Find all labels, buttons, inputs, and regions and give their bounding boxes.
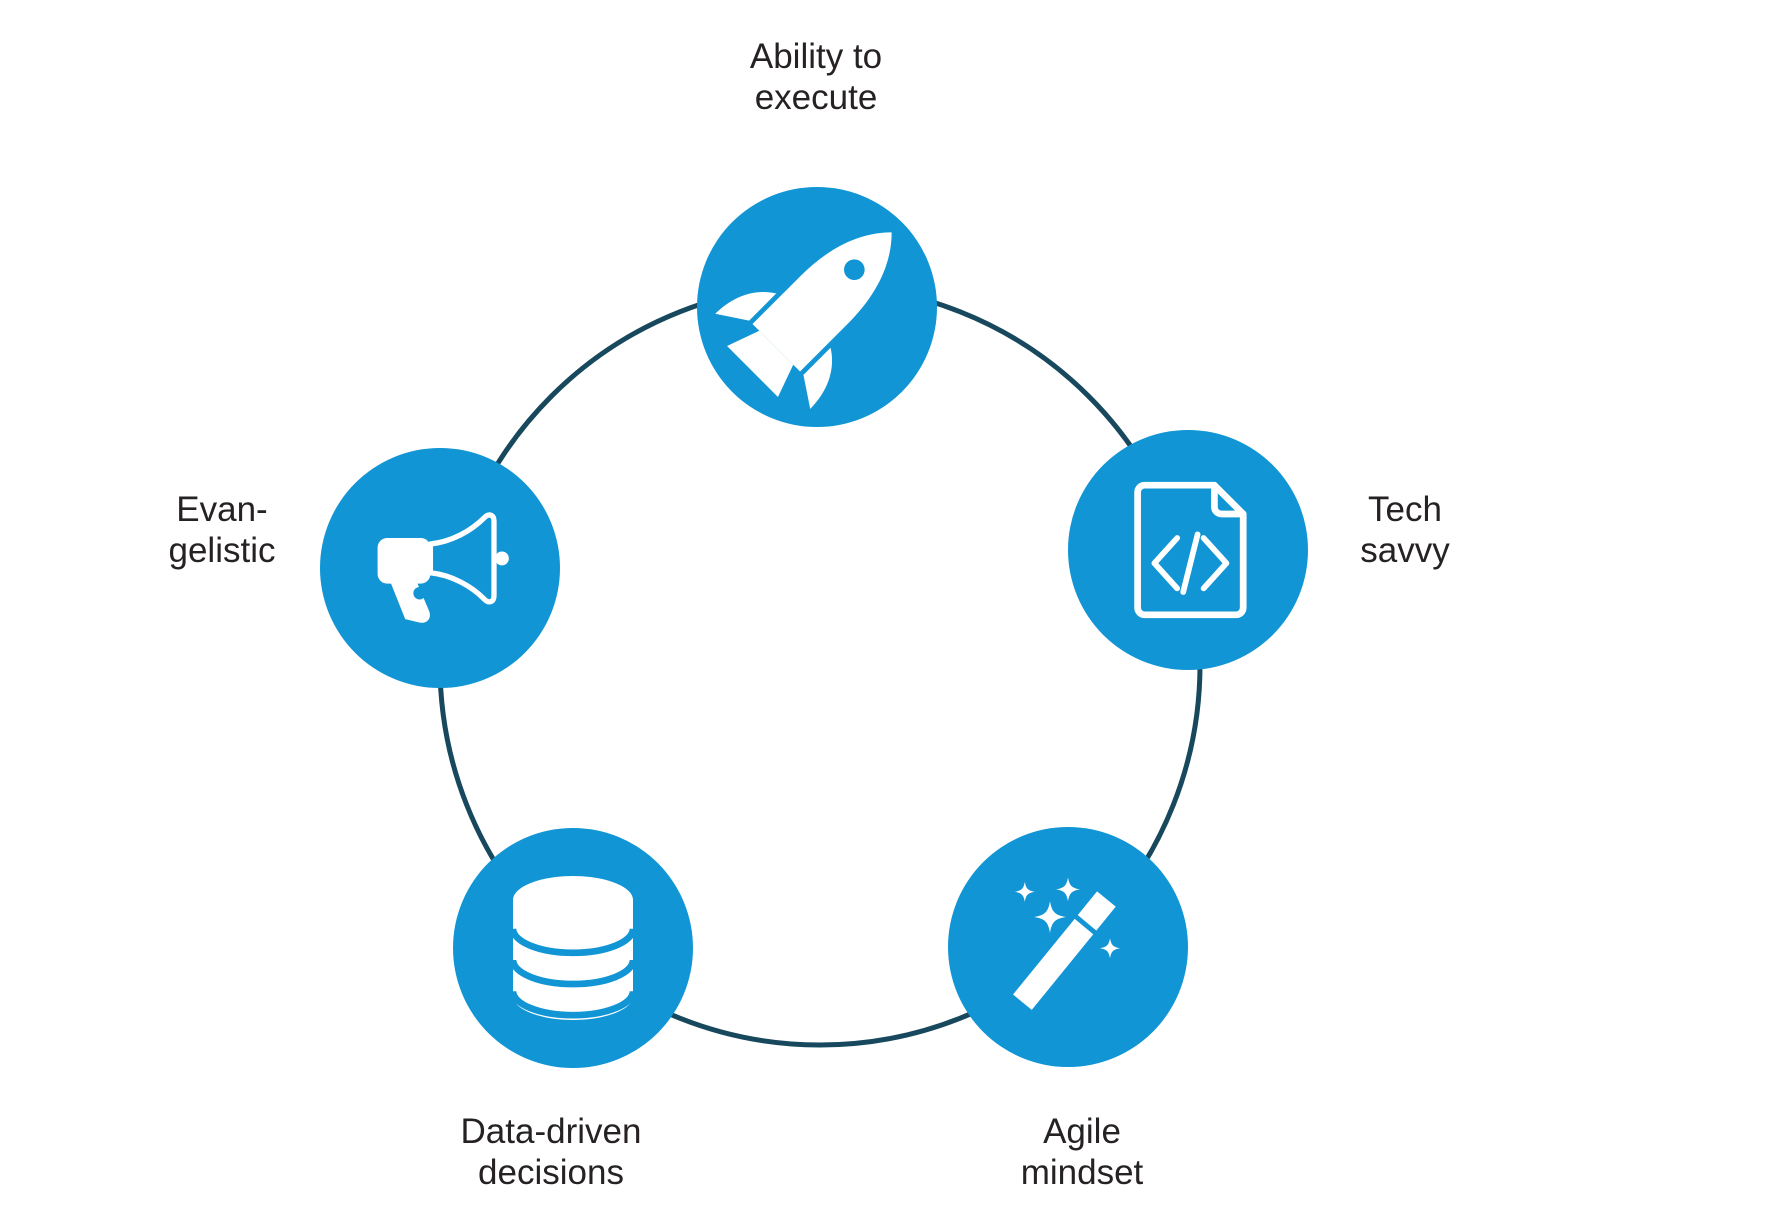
node-agile-mindset (948, 827, 1188, 1067)
label-agile-mindset: Agile mindset (1020, 1112, 1144, 1192)
node-data-driven-decisions (453, 828, 693, 1068)
megaphone-icon (377, 512, 509, 623)
magic-wand-icon (1013, 877, 1121, 1010)
label-evangelistic: Evan- gelistic (168, 490, 276, 570)
label-ability-to-execute: Ability to execute (749, 37, 883, 117)
node-ability-to-execute (697, 187, 937, 427)
code-document-icon (1134, 481, 1247, 619)
rocket-icon (715, 232, 892, 409)
database-icon (509, 876, 637, 1020)
label-tech-savvy: Tech savvy (1360, 490, 1450, 570)
node-tech-savvy (1068, 430, 1308, 670)
node-evangelistic (320, 448, 560, 688)
label-data-driven-decisions: Data-driven decisions (460, 1112, 642, 1192)
